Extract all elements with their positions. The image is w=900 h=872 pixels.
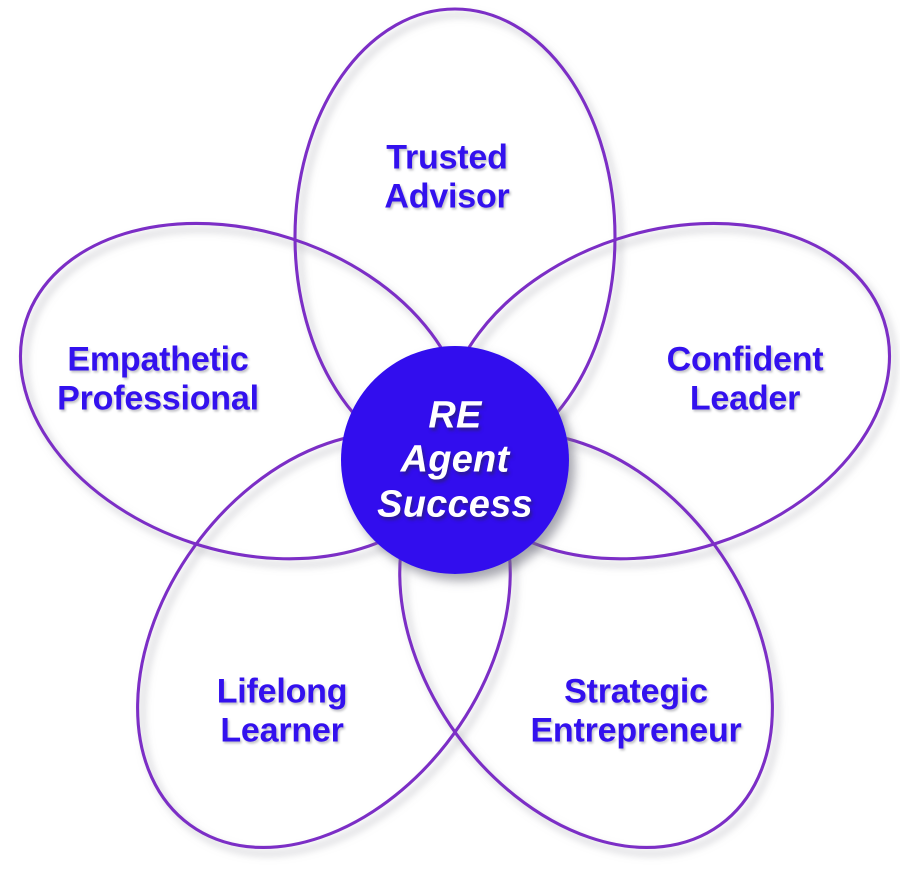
hub-circle — [341, 346, 569, 574]
